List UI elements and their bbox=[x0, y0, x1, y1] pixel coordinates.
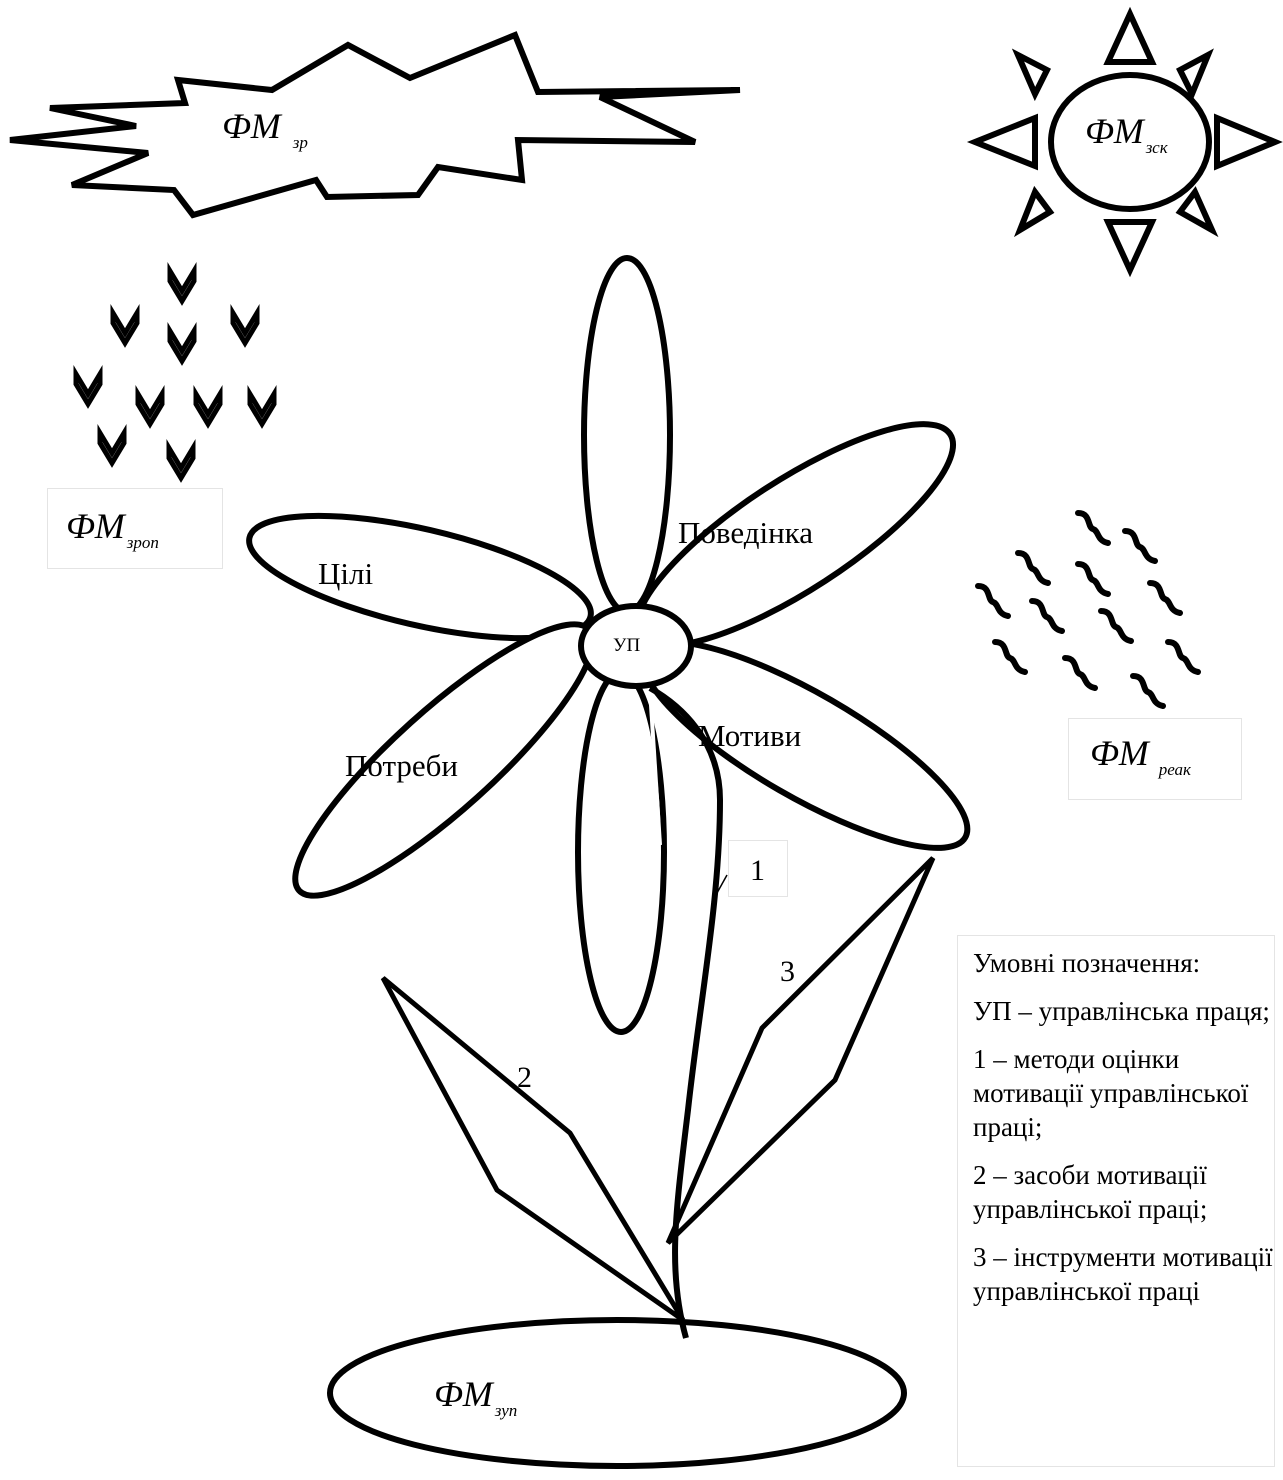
petal-label-goals: Цілі bbox=[318, 558, 373, 589]
number-3: 3 bbox=[780, 957, 795, 987]
legend-item-3: 3 – інструменти мотивації управлінської … bbox=[973, 1240, 1274, 1308]
legend-item-up: УП – управлінська праця; bbox=[973, 994, 1274, 1028]
chevrons-shape bbox=[76, 271, 274, 478]
legend-item-2: 2 – засоби мотивації управлінської праці… bbox=[973, 1158, 1274, 1226]
petal-label-motives: Мотиви bbox=[698, 720, 801, 751]
waves-shape bbox=[978, 513, 1198, 706]
legend-title: Умовні позначення: bbox=[973, 946, 1274, 980]
center-label: УП bbox=[613, 636, 640, 655]
number-2: 2 bbox=[517, 1063, 532, 1093]
leaf-left bbox=[383, 978, 683, 1320]
petal-top bbox=[584, 258, 670, 612]
number-1: 1 bbox=[750, 856, 765, 886]
leaf-right bbox=[668, 858, 933, 1243]
legend-box: Умовні позначення: УП – управлінська пра… bbox=[957, 935, 1275, 1467]
ground-ellipse bbox=[330, 1320, 904, 1466]
cloud-shape bbox=[10, 35, 740, 215]
petal-label-needs: Потреби bbox=[345, 750, 458, 781]
legend-item-1: 1 – методи оцінки мотивації управлінсько… bbox=[973, 1042, 1274, 1144]
petal-label-behavior: Поведінка bbox=[678, 517, 813, 548]
